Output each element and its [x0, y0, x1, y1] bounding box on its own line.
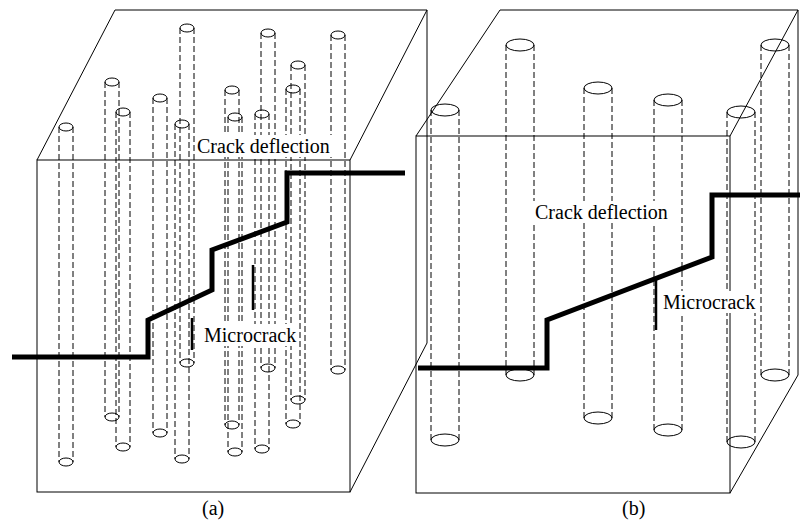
fiber-outline — [789, 45, 790, 375]
fiber-outline — [73, 127, 74, 462]
fiber-end — [175, 120, 189, 128]
panel-label: (a) — [200, 497, 226, 519]
fiber-outline — [105, 82, 106, 417]
microcrack-line — [655, 278, 658, 330]
fiber-outline — [167, 98, 168, 433]
fiber-end — [228, 448, 242, 456]
fiber-outline — [242, 117, 243, 452]
fiber-end — [180, 24, 194, 32]
fiber-end — [153, 429, 167, 437]
fiber-end — [654, 94, 682, 106]
fiber-end — [584, 82, 612, 94]
fiber-outline — [130, 112, 131, 447]
fiber-group — [59, 24, 345, 466]
fiber-outline — [189, 124, 190, 459]
fiber-end — [727, 106, 755, 118]
fiber-end — [175, 455, 189, 463]
cube-top-face — [416, 10, 798, 136]
cube-front-face — [416, 136, 730, 493]
fiber-outline — [727, 112, 728, 442]
fiber-end — [105, 413, 119, 421]
fiber-outline — [761, 45, 762, 375]
cube-side-face — [730, 10, 798, 493]
annotation-label: Microcrack — [202, 324, 298, 346]
fiber-end — [255, 445, 269, 453]
fiber-outline — [755, 112, 756, 442]
fiber-end — [331, 31, 345, 39]
fiber-outline — [153, 98, 154, 433]
fiber-outline — [506, 45, 507, 375]
fiber-end — [431, 434, 459, 446]
fiber-outline — [255, 114, 256, 449]
fiber-end — [105, 78, 119, 86]
fiber-outline — [228, 117, 229, 452]
microcrack-line — [191, 318, 194, 350]
fiber-end — [431, 104, 459, 116]
panel-label: (b) — [620, 497, 647, 519]
fiber-end — [584, 412, 612, 424]
fiber-outline — [291, 65, 292, 400]
fiber-end — [261, 29, 275, 37]
fiber-end — [506, 369, 534, 381]
cube-side-face — [350, 10, 427, 492]
fiber-outline — [180, 28, 181, 363]
fiber-end — [654, 424, 682, 436]
fiber-end — [225, 421, 239, 429]
fiber-outline — [194, 28, 195, 363]
fiber-end — [153, 94, 167, 102]
fiber-group — [431, 39, 789, 448]
annotation-label: Crack deflection — [195, 135, 332, 157]
crack-path — [12, 173, 405, 357]
fiber-end — [225, 86, 239, 94]
fiber-end — [59, 123, 73, 131]
fiber-outline — [116, 112, 117, 447]
fiber-end — [761, 369, 789, 381]
fiber-outline — [175, 124, 176, 459]
fiber-outline — [345, 35, 346, 370]
microcrack-line — [252, 265, 255, 310]
fiber-outline — [261, 33, 262, 368]
annotation-label: Microcrack — [661, 291, 757, 313]
fiber-end — [116, 443, 130, 451]
fiber-end — [727, 436, 755, 448]
fiber-outline — [459, 110, 460, 440]
fiber-outline — [654, 100, 655, 430]
fiber-outline — [275, 33, 276, 368]
fiber-outline — [59, 127, 60, 462]
fiber-end — [331, 366, 345, 374]
fiber-end — [261, 364, 275, 372]
fiber-end — [291, 396, 305, 404]
fiber-end — [228, 113, 242, 121]
cube-top-face — [37, 10, 427, 160]
fiber-end — [255, 110, 269, 118]
fiber-end — [180, 359, 194, 367]
fiber-outline — [584, 88, 585, 418]
fiber-outline — [431, 110, 432, 440]
fiber-end — [761, 39, 789, 51]
fiber-outline — [305, 65, 306, 400]
fiber-end — [286, 85, 300, 93]
fiber-end — [116, 108, 130, 116]
fiber-end — [506, 39, 534, 51]
fiber-outline — [269, 114, 270, 449]
fiber-outline — [331, 35, 332, 370]
fiber-end — [291, 61, 305, 69]
fiber-outline — [119, 82, 120, 417]
fiber-outline — [682, 100, 683, 430]
fiber-end — [59, 458, 73, 466]
fiber-end — [286, 420, 300, 428]
crack-path — [418, 195, 800, 368]
fiber-outline — [612, 88, 613, 418]
annotation-label: Crack deflection — [533, 201, 670, 223]
